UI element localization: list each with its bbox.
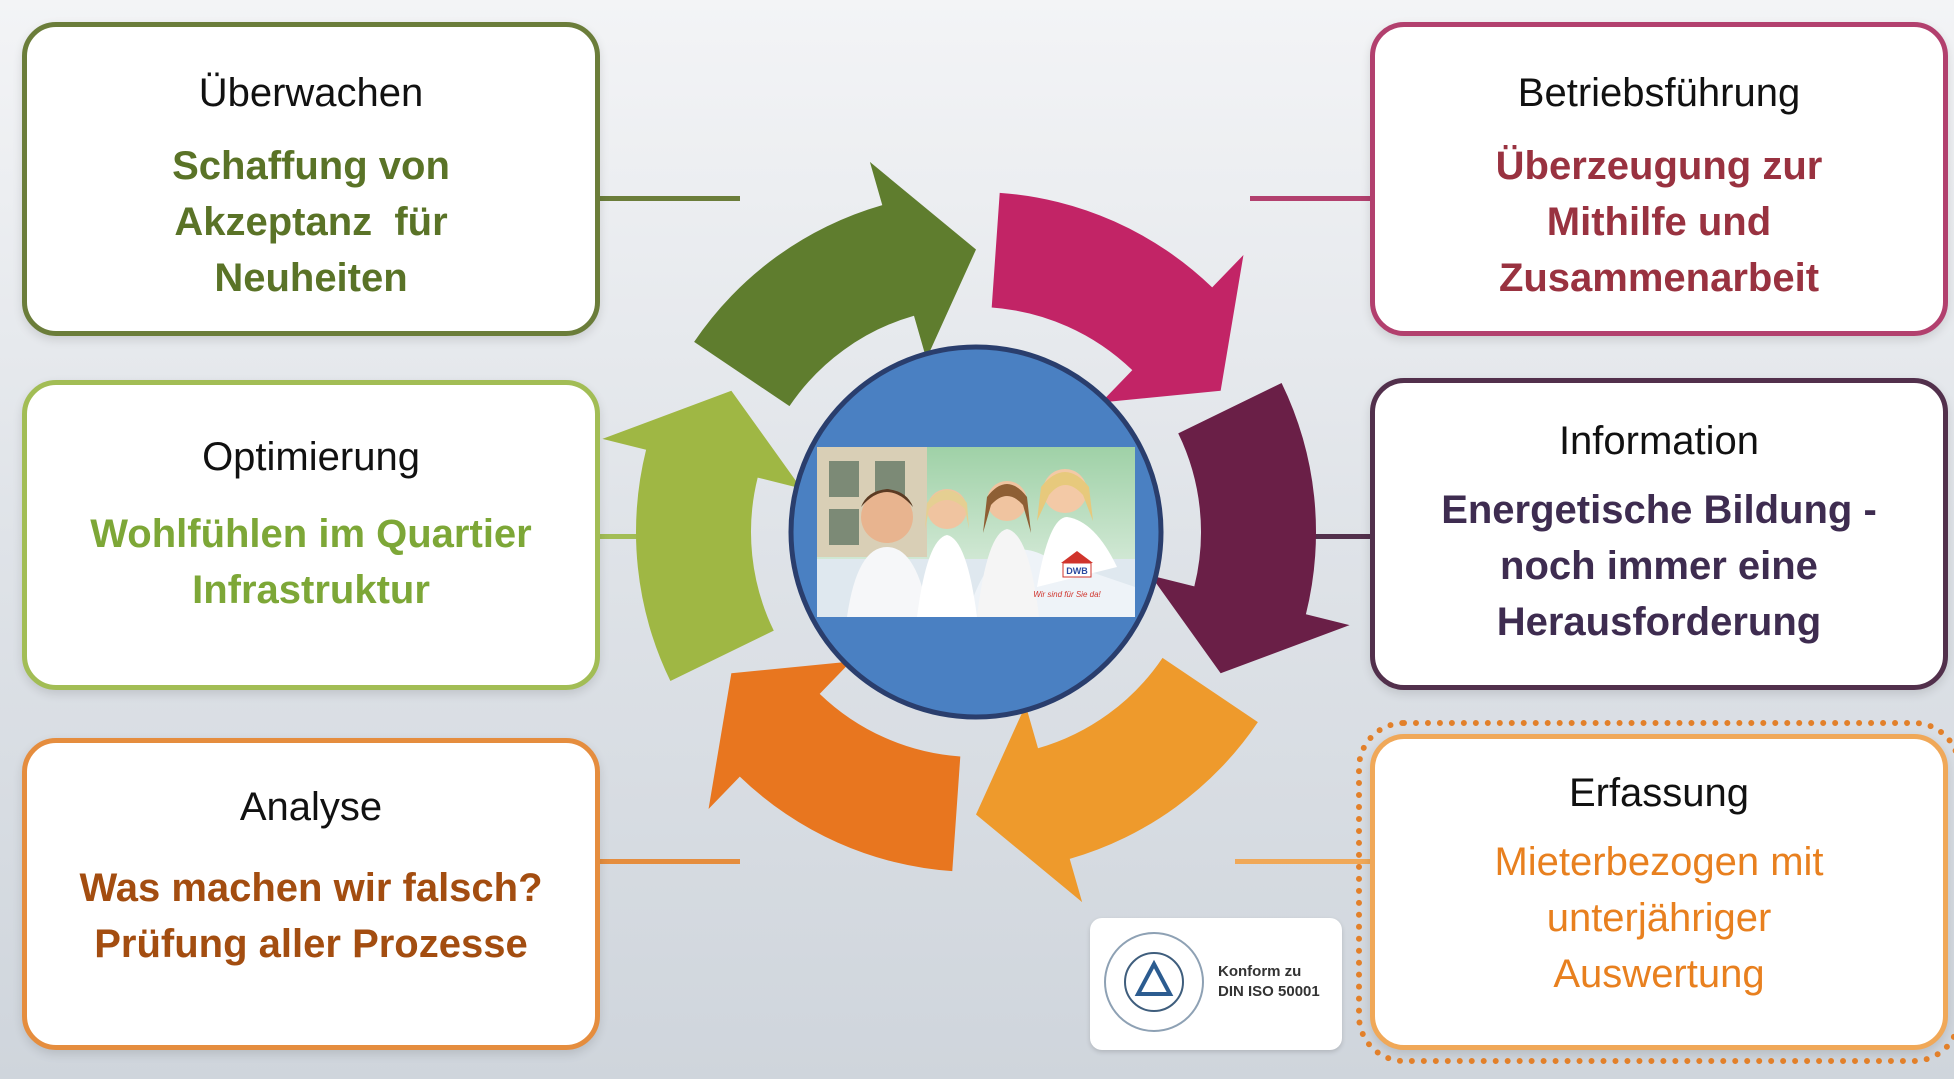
card-title: Erfassung [1568,771,1750,815]
lime-arrow-segment [602,390,802,682]
connector-erfassung [1235,859,1370,864]
card-body-line: Herausforderung [1496,600,1822,644]
card-betriebsfuehrung: Betriebsführung Überzeugung zur Mithilfe… [1370,22,1948,336]
card-body: Überzeugung zur Mithilfe und Zusammenarb… [1496,138,1823,306]
card-body-line: noch immer eine [1500,544,1818,588]
card-body-line: Zusammenarbeit [1498,256,1820,300]
card-title: Information [1558,419,1760,463]
certificate-line-2: DIN ISO 50001 [1218,983,1320,1000]
card-body-line: Auswertung [1553,952,1765,996]
card-body-line: Energetische Bildung - [1441,488,1877,532]
dark-orange-arrow-segment [708,661,961,872]
card-body: Energetische Bildung - noch immer eine H… [1441,482,1877,650]
card-title: Betriebsführung [1517,71,1801,115]
logo-text: DWB [1066,566,1088,576]
photo-slogan: Wir sind für Sie da! [1033,590,1101,599]
connector-ueberwachen [600,196,740,201]
connector-analyse [600,859,740,864]
card-body: Was machen wir falsch? Prüfung aller Pro… [79,860,542,972]
connector-betriebsfuehrung [1250,196,1370,201]
card-title: Optimierung [202,435,420,479]
certificate-line-1: Konform zu [1218,963,1302,980]
card-optimierung: Optimierung Wohlfühlen im Quartier Infra… [22,380,600,690]
card-body-line: unterjähriger [1546,896,1772,940]
card-body-line: Prüfung aller Prozesse [94,922,528,966]
card-body: Mieterbezogen mit unterjähriger Auswertu… [1494,834,1823,1002]
card-body-line: Mieterbezogen mit [1494,840,1824,884]
magenta-arrow-segment [991,192,1244,403]
card-body: Schaffung von Akzeptanz für Neuheiten [172,138,450,306]
certificate-badge: Konform zu DIN ISO 50001 [1090,918,1342,1050]
card-analyse: Analyse Was machen wir falsch? Prüfung a… [22,738,600,1050]
card-body-line: Mithilfe und [1546,200,1772,244]
orange-arrow-segment [976,657,1258,903]
plum-arrow-segment [1150,382,1350,674]
card-body-line: Infrastruktur [192,568,430,612]
green-arrow-segment [694,161,976,407]
card-title: Überwachen [198,71,424,115]
card-information: Information Energetische Bildung - noch … [1370,378,1948,690]
triangle-logo-icon [1134,959,1174,996]
card-body-line: Wohlfühlen im Quartier [90,512,532,556]
card-title: Analyse [239,785,383,829]
card-ueberwachen: Überwachen Schaffung von Akzeptanz für N… [22,22,600,336]
card-body: Wohlfühlen im Quartier Infrastruktur [90,506,532,618]
card-body-line: Was machen wir falsch? [79,866,543,910]
connector-optimierung [600,534,640,539]
card-body-line: Überzeugung zur [1495,144,1823,188]
card-body-line: Neuheiten [214,256,408,300]
card-body-line: Schaffung von [172,144,450,188]
certificate-text: Konform zu DIN ISO 50001 [1218,962,1338,1002]
family-photo: DWB Wir sind für Sie da! [817,447,1135,617]
certification-seal-icon [1104,932,1204,1032]
card-body-line: Akzeptanz für [174,200,448,244]
card-erfassung: Erfassung Mieterbezogen mit unterjährige… [1356,720,1954,1064]
